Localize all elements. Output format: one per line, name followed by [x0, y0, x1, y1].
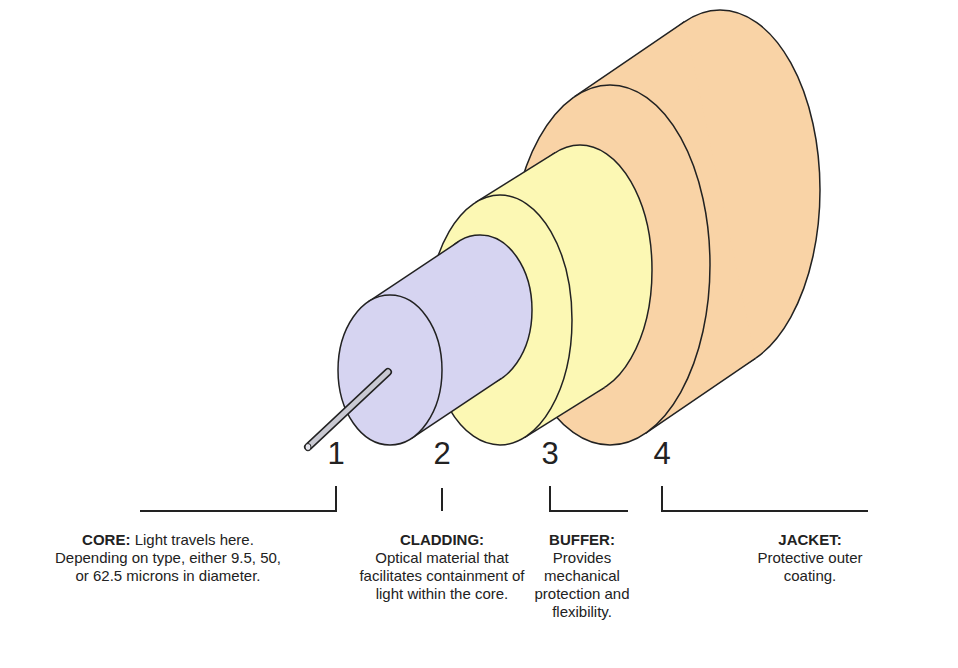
part-name: CLADDING:	[354, 531, 530, 549]
leader-bracket	[662, 486, 868, 511]
callout-number: 4	[653, 437, 670, 471]
part-note: Protective outer coating.	[745, 549, 875, 585]
part-description: CORE:Light travels here. Depending on ty…	[52, 531, 284, 585]
core-fill	[308, 372, 388, 447]
side-edge	[575, 22, 685, 97]
side-edge	[368, 242, 458, 302]
part-description: BUFFER:Provides mechanical protection an…	[520, 531, 644, 621]
leader-bracket	[140, 486, 336, 511]
core-end	[305, 444, 311, 451]
part-name: BUFFER:	[520, 531, 644, 549]
part-name: JACKET:	[745, 531, 875, 549]
core-rod	[305, 372, 388, 451]
callout-number: 2	[433, 437, 450, 471]
part-note: Provides mechanical protection and flexi…	[520, 549, 644, 621]
core-outline	[308, 372, 388, 447]
part-name: CORE:	[82, 531, 130, 548]
callout-number: 3	[541, 437, 558, 471]
leader-bracket	[441, 488, 443, 511]
side-edge	[476, 152, 556, 202]
part-description: JACKET:Protective outer coating.	[745, 531, 875, 585]
cladding-layer	[338, 235, 532, 445]
leader-bracket	[550, 486, 628, 511]
part-note: Optical material that facilitates contai…	[354, 549, 530, 603]
callout-number: 1	[327, 437, 344, 471]
part-description: CLADDING:Optical material that facilitat…	[354, 531, 530, 603]
